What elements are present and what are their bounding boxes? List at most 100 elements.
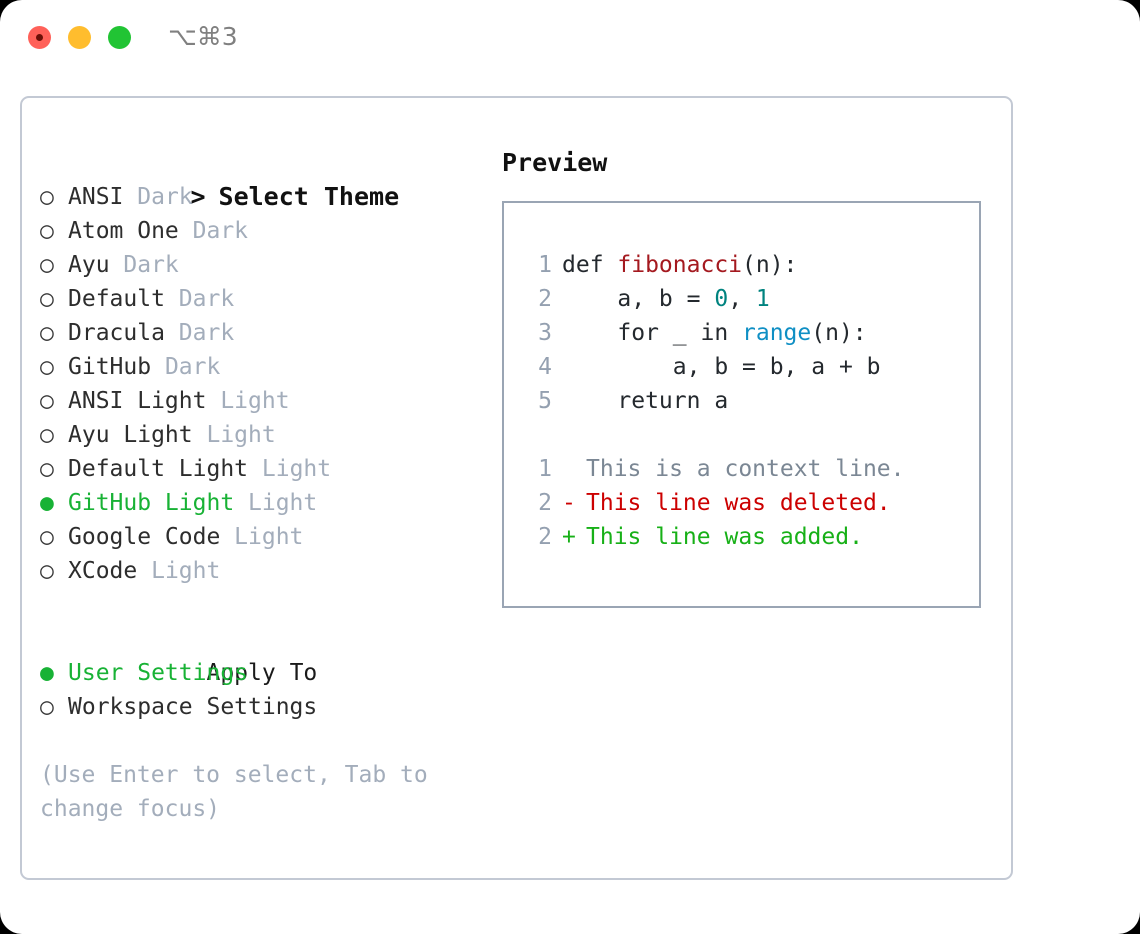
radio-unselected-icon: ○	[40, 456, 54, 482]
code-token-plain: (n):	[742, 252, 798, 278]
radio-unselected-icon: ○	[40, 218, 54, 244]
theme-option-ayu[interactable]: ○ Ayu Dark	[40, 248, 480, 282]
theme-option-label: Ayu	[68, 252, 124, 278]
window-controls	[28, 26, 131, 49]
minimize-button[interactable]	[68, 26, 91, 49]
diff-text: This line was added.	[586, 524, 863, 550]
theme-option-atom-one[interactable]: ○Atom One Dark	[40, 214, 480, 248]
theme-option-label: Google Code	[68, 524, 235, 550]
diff-text: This is a context line.	[586, 456, 905, 482]
radio-unselected-icon: ○	[40, 558, 54, 584]
apply-to-option-label: User Settings	[68, 660, 249, 686]
code-token-plain: def	[562, 252, 618, 278]
theme-option-tag: Light	[261, 456, 332, 482]
theme-option-tag: Dark	[192, 218, 249, 244]
theme-option-label: ANSI Light	[68, 388, 221, 414]
code-token-num: 0	[714, 286, 729, 312]
theme-option-tag: Light	[248, 490, 318, 516]
keyboard-hint: (Use Enter to select, Tab to change focu…	[40, 762, 428, 822]
code-token-plain: a, b =	[562, 286, 715, 312]
title-bar: ⌥⌘3	[0, 0, 1140, 78]
theme-selection-column: >Select Theme ○ANSI Dark○Atom One Dark○A…	[40, 146, 480, 826]
theme-option-ansi-light[interactable]: ○ ANSI Light Light	[40, 384, 480, 418]
close-button[interactable]	[28, 26, 51, 49]
focus-caret-icon: >	[190, 182, 206, 211]
theme-option-label: Dracula	[68, 320, 179, 346]
code-line: 3 for _ in range(n):	[524, 316, 979, 350]
theme-option-label: Default	[68, 286, 179, 312]
theme-option-label: Ayu Light	[68, 422, 207, 448]
code-line: 2 a, b = 0, 1	[524, 282, 979, 316]
radio-unselected-icon: ○	[40, 524, 54, 550]
code-token-fn: fibonacci	[617, 252, 743, 278]
theme-option-default[interactable]: ○ Default Dark	[40, 282, 480, 316]
theme-option-label: GitHub Light	[68, 490, 249, 516]
radio-selected-icon: ●	[40, 660, 54, 686]
apply-to-list: ● User Settings ○ Workspace Settings	[40, 656, 480, 724]
diff-sign	[562, 452, 586, 486]
theme-option-google-code[interactable]: ○Google Code Light	[40, 520, 480, 554]
select-theme-title: Select Theme	[218, 182, 400, 211]
diff-sign: -	[562, 490, 576, 516]
theme-option-github[interactable]: ○ GitHub Dark	[40, 350, 480, 384]
theme-option-tag: Light	[206, 422, 276, 448]
diff-text: This line was deleted.	[586, 490, 891, 516]
theme-option-label: GitHub	[68, 354, 165, 380]
theme-option-label: ANSI	[68, 184, 138, 210]
theme-list: ○ANSI Dark○Atom One Dark○Ayu Dark○Defaul…	[40, 180, 480, 588]
line-number: 5	[538, 388, 552, 414]
theme-option-tag: Dark	[178, 320, 235, 346]
theme-option-tag: Dark	[123, 252, 179, 278]
theme-option-ayu-light[interactable]: ○ Ayu Light Light	[40, 418, 480, 452]
radio-unselected-icon: ○	[40, 422, 54, 448]
apply-to-option-user-settings[interactable]: ● User Settings	[40, 656, 480, 690]
line-number: 3	[538, 320, 552, 346]
radio-selected-icon: ●	[40, 490, 54, 516]
theme-option-ansi[interactable]: ○ ANSI Dark	[40, 180, 480, 214]
diff-line-add: 2+This line was added.	[524, 520, 979, 554]
line-number: 4	[538, 354, 552, 380]
diff-sample: 1 This is a context line.2-This line was…	[524, 452, 979, 554]
line-number: 2	[538, 490, 552, 516]
code-token-num: 1	[755, 286, 770, 312]
apply-to-option-workspace-settings[interactable]: ○ Workspace Settings	[40, 690, 480, 724]
code-token-plain: ,	[728, 286, 756, 312]
code-diff-spacer	[524, 418, 979, 452]
theme-option-tag: Dark	[164, 354, 221, 380]
apply-to-heading: Apply To	[40, 622, 480, 686]
theme-option-label: XCode	[68, 558, 152, 584]
radio-unselected-icon: ○	[40, 320, 54, 346]
preview-heading: Preview	[502, 148, 608, 177]
select-theme-heading: > Select Theme	[40, 146, 480, 211]
theme-option-tag: Light	[151, 558, 221, 584]
theme-option-github-light[interactable]: ● GitHub Light Light	[40, 486, 480, 520]
theme-option-default-light[interactable]: ○ Default Light Light	[40, 452, 480, 486]
line-number: 1	[538, 252, 552, 278]
maximize-button[interactable]	[108, 26, 131, 49]
radio-unselected-icon: ○	[40, 354, 54, 380]
apply-to-option-label: Workspace Settings	[68, 694, 318, 720]
diff-line-del: 2-This line was deleted.	[524, 486, 979, 520]
radio-unselected-icon: ○	[40, 184, 54, 210]
theme-option-tag: Light	[220, 388, 290, 414]
code-token-call: range	[742, 320, 812, 346]
diff-line-ctx: 1 This is a context line.	[524, 452, 979, 486]
radio-unselected-icon: ○	[40, 286, 54, 312]
theme-option-tag: Dark	[178, 286, 235, 312]
line-number: 2	[538, 286, 552, 312]
radio-unselected-icon: ○	[40, 252, 54, 278]
theme-option-xcode[interactable]: ○ XCode Light	[40, 554, 480, 588]
diff-sign: +	[562, 524, 576, 550]
code-line: 1 def fibonacci(n):	[524, 248, 979, 282]
theme-option-label: Default Light	[68, 456, 262, 482]
main-panel: >Select Theme ○ANSI Dark○Atom One Dark○A…	[20, 96, 1013, 880]
radio-unselected-icon: ○	[40, 694, 54, 720]
theme-option-tag: Dark	[137, 184, 193, 210]
code-line: 4 a, b = b, a + b	[524, 350, 979, 384]
apply-to-title: Apply To	[206, 660, 318, 686]
code-token-plain: return a	[562, 388, 729, 414]
radio-unselected-icon: ○	[40, 388, 54, 414]
theme-option-dracula[interactable]: ○ Dracula Dark	[40, 316, 480, 350]
